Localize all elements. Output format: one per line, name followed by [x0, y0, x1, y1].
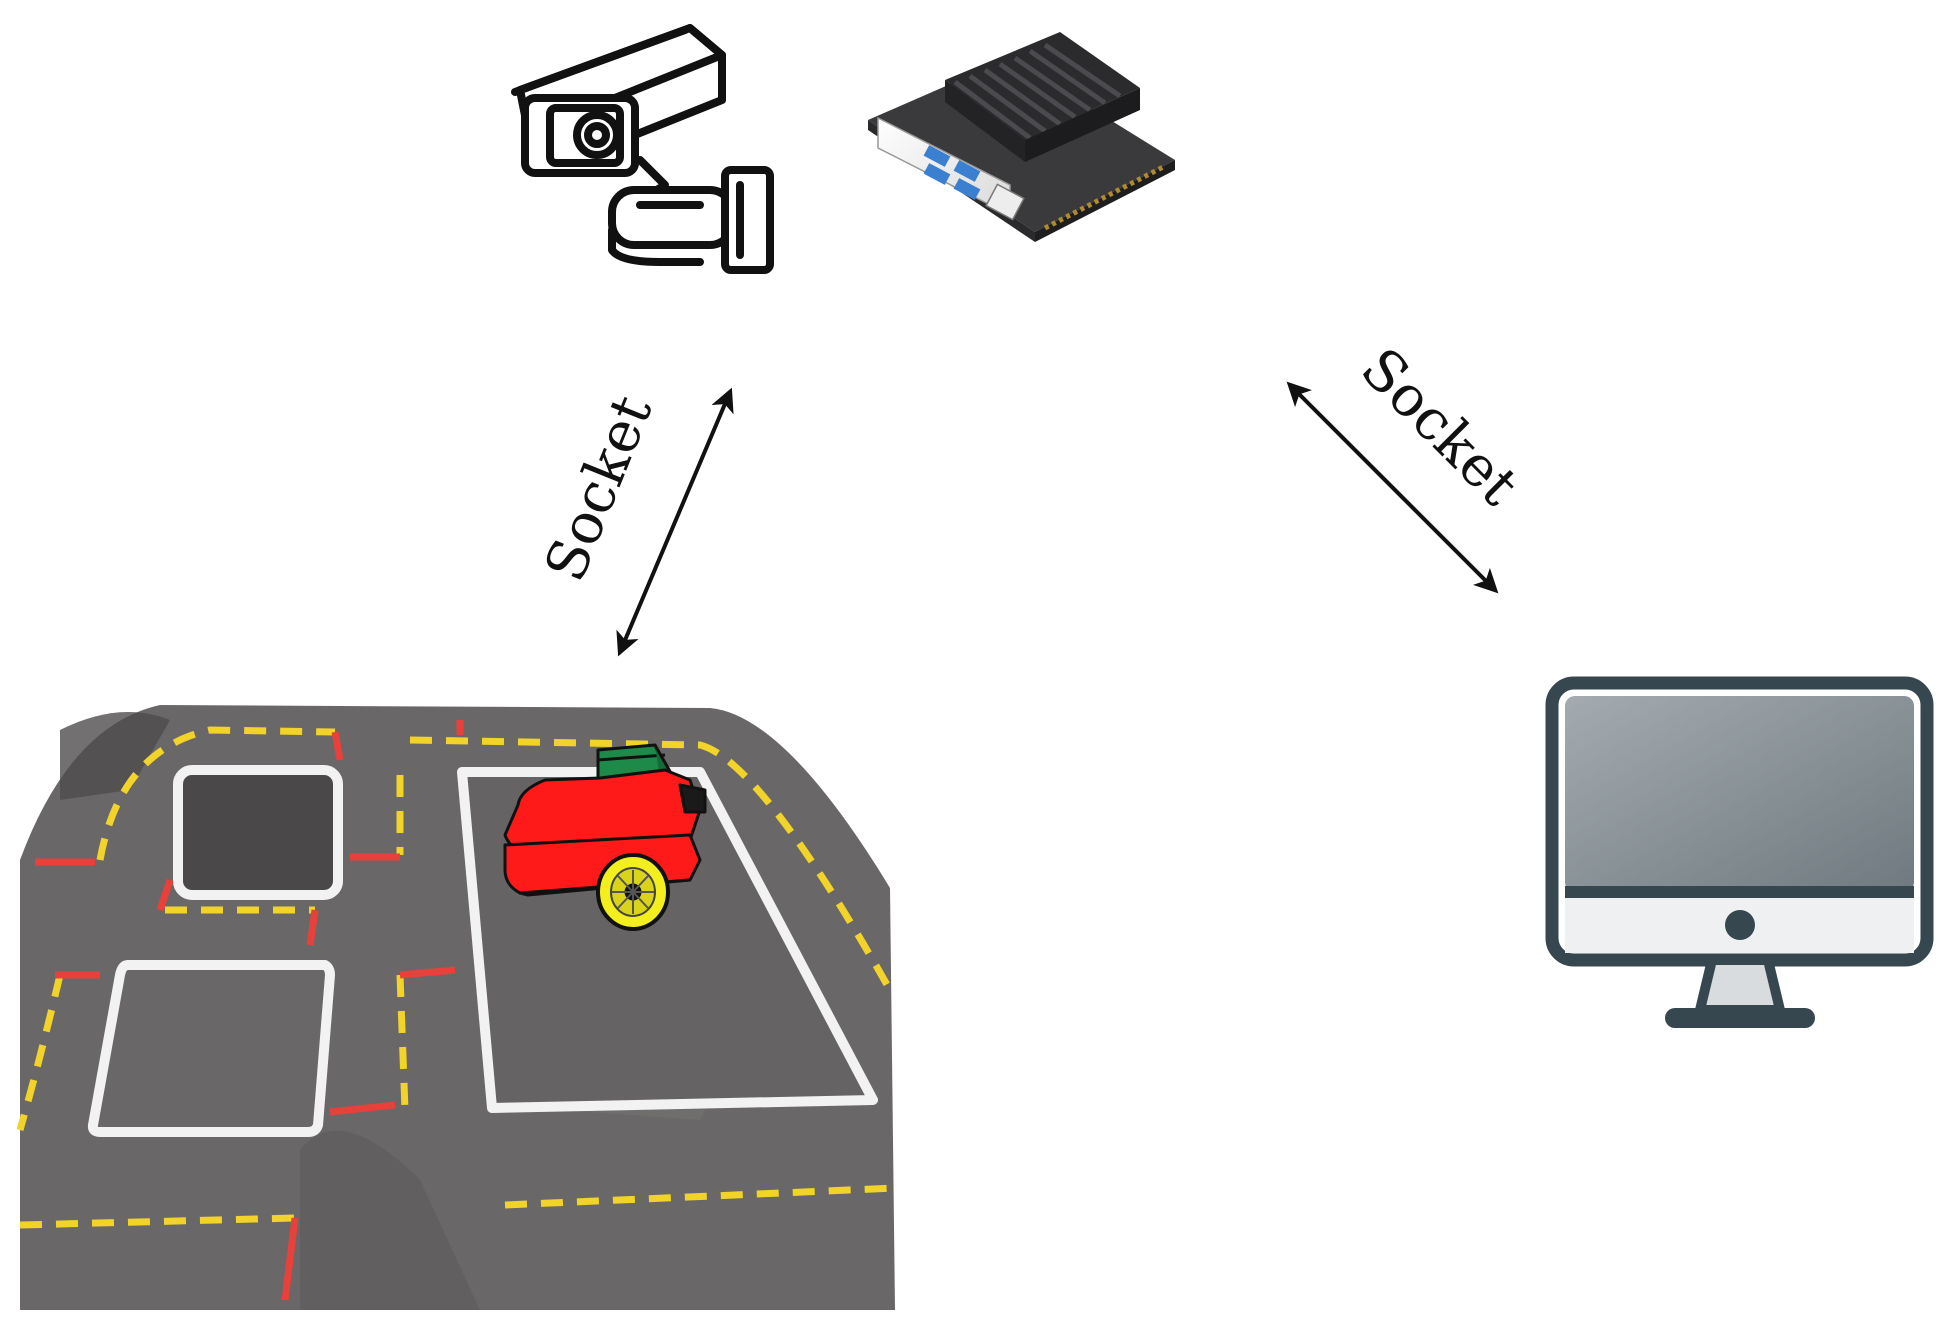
robot-car-icon [503, 743, 707, 931]
surveillance-camera-icon [511, 24, 774, 274]
parking-slot [87, 960, 335, 1137]
monitor-icon [1545, 676, 1934, 1028]
socket-arrow-right [1286, 381, 1499, 594]
socket-arrow-left [616, 387, 734, 657]
robot-track [16, 705, 896, 1310]
embedded-board-icon [868, 32, 1175, 242]
socket-label-right: Socket [1348, 336, 1531, 519]
socket-label-left: Socket [533, 386, 666, 590]
parking-slot [173, 765, 343, 900]
